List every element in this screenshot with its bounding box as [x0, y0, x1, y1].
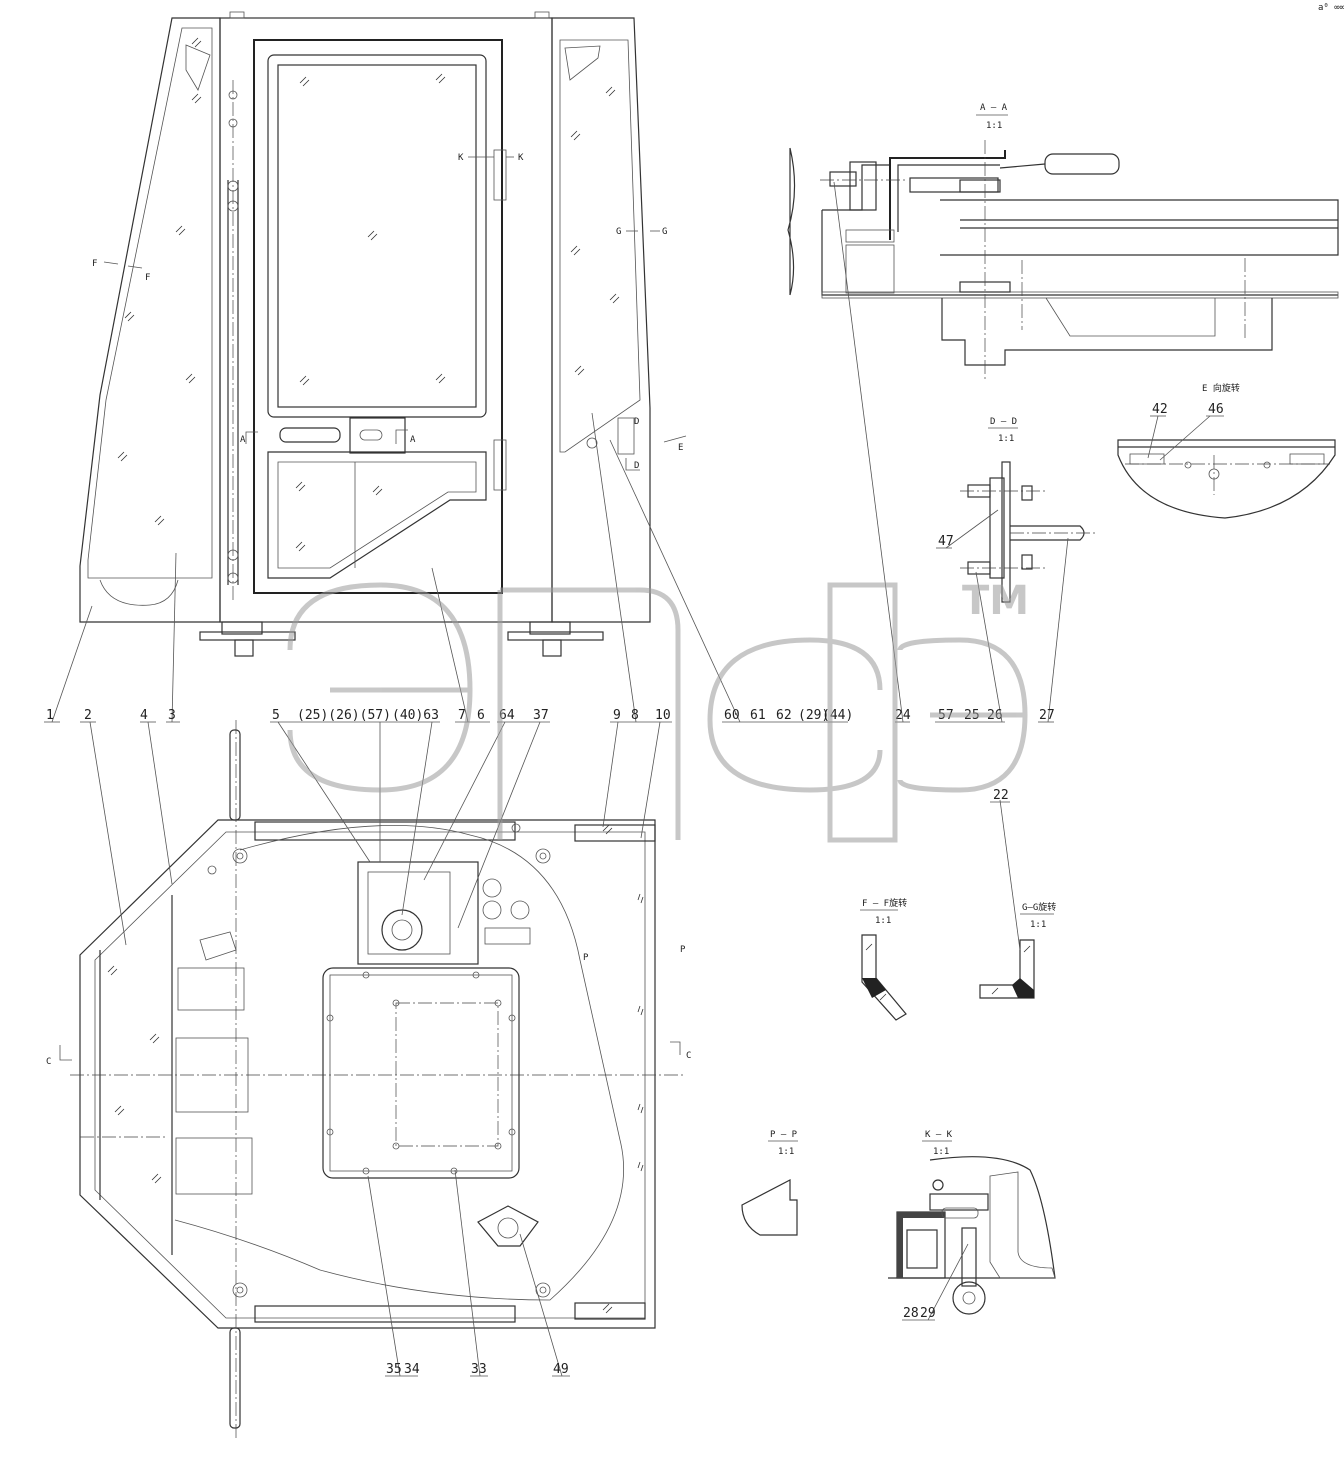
callout-62: 62 — [776, 708, 792, 723]
callout-9: 9 — [613, 708, 621, 723]
section-d-d-scale: 1:1 — [998, 434, 1014, 444]
corner-mark: a⁰ ∞∞ — [1318, 3, 1344, 13]
callout-numbers: 1 2 4 3 5 (25)(26)(57) (40)63 7 6 64 37 … — [46, 402, 1224, 1377]
watermark-tm: TM — [962, 578, 1029, 624]
view-mark-d-bottom: D — [634, 461, 639, 471]
view-mark-d-top: D — [634, 417, 639, 427]
view-mark-g-left: G — [616, 227, 621, 237]
view-mark-p-left: P — [583, 953, 589, 963]
section-a-a-scale: 1:1 — [986, 121, 1002, 131]
watermark-logo: TM — [287, 578, 1029, 843]
section-k-k-title: K — K — [925, 1130, 953, 1140]
leader-lines — [44, 181, 1224, 1377]
view-mark-f-right: F — [145, 273, 150, 283]
section-d-d-title: D — D — [990, 417, 1017, 427]
section-a-a-title: A — A — [980, 103, 1008, 113]
callout-35: 35 — [386, 1362, 402, 1377]
view-mark-p-right: P — [680, 945, 686, 955]
view-e-title: E 向旋转 — [1202, 382, 1240, 394]
section-p-p-scale: 1:1 — [778, 1147, 794, 1157]
callout-22: 22 — [993, 788, 1009, 803]
callout-2: 2 — [84, 708, 92, 723]
callout-29-kk: 29 — [920, 1306, 936, 1321]
top-plan-view: P P C C — [46, 720, 691, 1440]
callout-46: 46 — [1208, 402, 1224, 417]
callout-1: 1 — [46, 708, 54, 723]
callout-6: 6 — [477, 708, 485, 723]
callout-33: 33 — [471, 1362, 487, 1377]
callout-40-63: (40)63 — [392, 708, 439, 723]
view-mark-f-left: F — [92, 259, 97, 269]
callout-10: 10 — [655, 708, 671, 723]
callout-47: 47 — [938, 534, 954, 549]
view-mark-c-left: C — [46, 1057, 51, 1067]
callout-28: 28 — [903, 1306, 919, 1321]
section-k-k: K — K 1:1 — [888, 1130, 1056, 1315]
callout-29: (29) — [798, 708, 829, 723]
callout-4: 4 — [140, 708, 148, 723]
view-mark-e: E — [678, 443, 683, 453]
section-d-d: D — D 1:1 — [960, 417, 1098, 603]
callout-49: 49 — [553, 1362, 569, 1377]
view-mark-a-left: A — [240, 435, 246, 445]
section-g-g-title: G—G旋转 — [1022, 901, 1056, 913]
callout-24: 24 — [895, 708, 911, 723]
section-g-g: G—G旋转 1:1 — [979, 901, 1056, 999]
view-mark-k-left: K — [458, 153, 464, 163]
section-g-g-scale: 1:1 — [1030, 920, 1046, 930]
callout-27: 27 — [1039, 708, 1055, 723]
callout-8: 8 — [631, 708, 639, 723]
callout-37: 37 — [533, 708, 549, 723]
view-mark-k-right: K — [518, 153, 524, 163]
front-elevation-view: F F K K G G A A D D E — [79, 11, 687, 657]
view-mark-a-right: A — [410, 435, 416, 445]
section-f-f-title: F — F旋转 — [862, 897, 907, 909]
view-mark-g-right: G — [662, 227, 667, 237]
callout-42: 42 — [1152, 402, 1168, 417]
callout-7: 7 — [458, 708, 466, 723]
section-f-f: F — F旋转 1:1 — [860, 897, 907, 1021]
section-p-p-title: P — P — [770, 1130, 798, 1140]
callout-3: 3 — [168, 708, 176, 723]
section-f-f-scale: 1:1 — [875, 916, 891, 926]
section-k-k-scale: 1:1 — [933, 1147, 949, 1157]
view-mark-c-right: C — [686, 1051, 691, 1061]
callout-5: 5 — [272, 708, 280, 723]
callout-34: 34 — [404, 1362, 420, 1377]
callout-25-26-57: (25)(26)(57) — [297, 708, 391, 723]
callout-60: 60 — [724, 708, 740, 723]
callout-64: 64 — [499, 708, 515, 723]
view-e: E 向旋转 — [1117, 382, 1336, 519]
callout-61: 61 — [750, 708, 766, 723]
section-p-p: P — P 1:1 — [741, 1130, 798, 1236]
callout-44: (44) — [822, 708, 853, 723]
section-a-a: A — A 1:1 — [787, 103, 1339, 380]
